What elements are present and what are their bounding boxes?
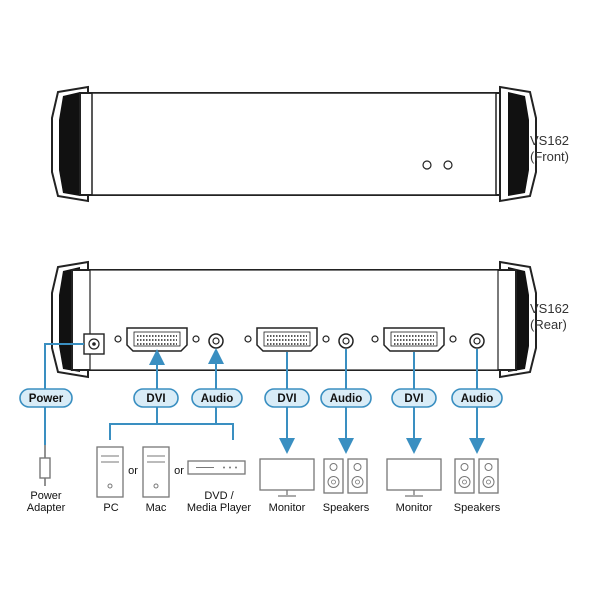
mac-label: Mac bbox=[146, 502, 167, 514]
power-adapter-label-1: Power bbox=[30, 490, 62, 502]
front-view-label: (Front) bbox=[530, 149, 569, 164]
svg-text:Audio: Audio bbox=[201, 393, 234, 405]
audio-jack-1 bbox=[208, 333, 224, 349]
pill-dvi-3: DVI bbox=[391, 388, 437, 408]
svg-text:DVI: DVI bbox=[277, 393, 296, 405]
svg-text:Audio: Audio bbox=[330, 393, 363, 405]
source-bracket bbox=[109, 423, 234, 440]
pill-audio-3: Audio bbox=[451, 388, 503, 408]
front-led-1 bbox=[422, 160, 432, 170]
power-line bbox=[44, 343, 84, 398]
dvd-label-1: DVD / bbox=[204, 490, 234, 502]
rear-model-label: VS162 bbox=[530, 301, 569, 316]
audio-jack-2 bbox=[338, 333, 354, 349]
pc-label: PC bbox=[103, 502, 118, 514]
connector-lines bbox=[44, 343, 485, 454]
pill-audio-2: Audio bbox=[320, 388, 372, 408]
power-adapter-plug-icon bbox=[39, 445, 51, 486]
pill-dvi-2: DVI bbox=[264, 388, 310, 408]
front-led-2 bbox=[443, 160, 453, 170]
dvi-port-2 bbox=[244, 327, 330, 352]
port-pills: Power DVI Audio DVI Audio DVI Audio bbox=[19, 388, 503, 408]
monitor-1-icon bbox=[259, 458, 315, 497]
pill-dvi-1: DVI bbox=[133, 388, 179, 408]
mac-tower-icon bbox=[142, 446, 170, 498]
front-model-label: VS162 bbox=[530, 133, 569, 148]
or-label-1: or bbox=[128, 465, 138, 477]
monitor-2-icon bbox=[386, 458, 442, 497]
rear-view-unit bbox=[51, 260, 537, 379]
dvd-label-2: Media Player bbox=[187, 502, 252, 514]
svg-text:DVI: DVI bbox=[404, 393, 423, 405]
pill-power: Power bbox=[19, 388, 73, 408]
rear-view-label: (Rear) bbox=[530, 317, 567, 332]
power-jack bbox=[83, 333, 105, 355]
or-label-2: or bbox=[174, 465, 184, 477]
speakers-2-label: Speakers bbox=[454, 502, 501, 514]
front-view-unit bbox=[51, 85, 537, 203]
svg-text:Audio: Audio bbox=[461, 393, 494, 405]
audio-jack-3 bbox=[469, 333, 485, 349]
speakers-2-icon bbox=[454, 458, 499, 494]
dvi-port-1 bbox=[114, 327, 200, 352]
monitor-2-label: Monitor bbox=[396, 502, 433, 514]
svg-text:DVI: DVI bbox=[146, 393, 165, 405]
power-adapter-label-2: Adapter bbox=[27, 502, 66, 514]
pc-tower-icon bbox=[96, 446, 124, 498]
dvi-port-3 bbox=[371, 327, 457, 352]
dvd-player-icon bbox=[187, 460, 246, 475]
speakers-1-icon bbox=[323, 458, 368, 494]
pill-audio-1: Audio bbox=[191, 388, 243, 408]
speakers-1-label: Speakers bbox=[323, 502, 370, 514]
svg-text:Power: Power bbox=[29, 393, 64, 405]
monitor-1-label: Monitor bbox=[269, 502, 306, 514]
